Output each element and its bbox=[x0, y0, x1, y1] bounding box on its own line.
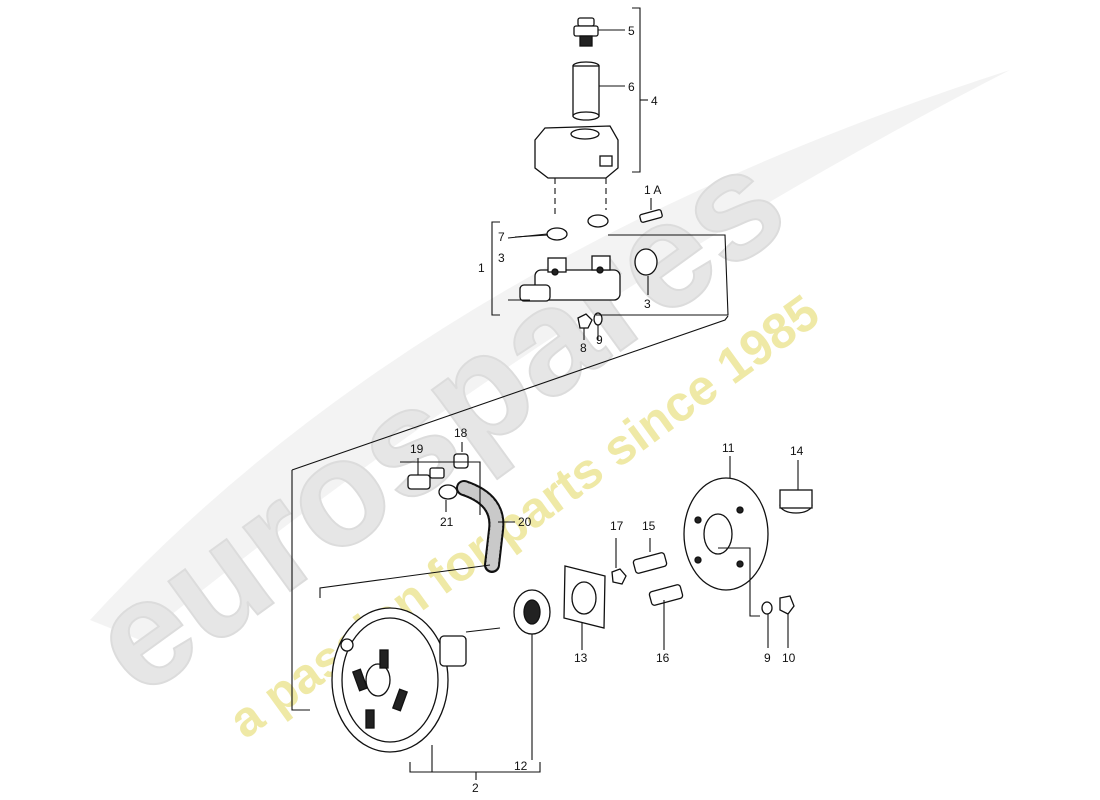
bushing-14 bbox=[779, 489, 813, 514]
master-cylinder bbox=[519, 255, 621, 302]
brake-booster bbox=[331, 607, 501, 753]
sensor-1a bbox=[639, 209, 663, 223]
brake-fluid-reservoir bbox=[534, 125, 619, 215]
callout-4: 4 bbox=[651, 94, 658, 108]
callout-20: 20 bbox=[518, 515, 532, 529]
callout-17: 17 bbox=[610, 519, 624, 533]
callout-labels: 5 6 4 1 A 7 1 3 3 8 9 18 19 21 20 17 15 … bbox=[410, 24, 804, 795]
hose-clamp-21 bbox=[438, 484, 458, 500]
callout-6: 6 bbox=[628, 80, 635, 94]
callout-7: 7 bbox=[498, 230, 505, 244]
callout-1a: 1 A bbox=[644, 183, 661, 197]
clevis-16 bbox=[648, 584, 684, 606]
callout-14: 14 bbox=[790, 444, 804, 458]
check-valve-19 bbox=[407, 467, 445, 490]
mounting-plate-11 bbox=[683, 477, 769, 591]
callout-12: 12 bbox=[514, 759, 528, 773]
callout-9-upper: 9 bbox=[596, 333, 603, 347]
reservoir-cap-5 bbox=[573, 17, 599, 47]
reservoir-filter-6 bbox=[572, 61, 600, 121]
callout-15: 15 bbox=[642, 519, 656, 533]
watermark: eurospares a passion for parts since 198… bbox=[59, 70, 1010, 749]
callout-13: 13 bbox=[574, 651, 588, 665]
callout-19: 19 bbox=[410, 442, 424, 456]
hose-bracket-inner bbox=[400, 461, 481, 515]
nut-17 bbox=[611, 568, 627, 585]
hose-bracket bbox=[291, 470, 310, 711]
grommet-18 bbox=[453, 453, 469, 469]
callout-21: 21 bbox=[440, 515, 454, 529]
callout-18: 18 bbox=[454, 426, 468, 440]
seal-grommets-7 bbox=[546, 214, 609, 241]
upper-brackets bbox=[291, 7, 729, 471]
callout-2: 2 bbox=[472, 781, 479, 795]
callout-5: 5 bbox=[628, 24, 635, 38]
watermark-swoosh bbox=[90, 70, 1010, 640]
filter-12 bbox=[513, 589, 551, 635]
callout-3-left: 3 bbox=[498, 251, 505, 265]
callout-1: 1 bbox=[478, 261, 485, 275]
callout-9-lower: 9 bbox=[764, 651, 771, 665]
gasket-13 bbox=[563, 565, 606, 629]
callout-10: 10 bbox=[782, 651, 796, 665]
clevis-15 bbox=[632, 552, 668, 574]
callout-16: 16 bbox=[656, 651, 670, 665]
oring-3 bbox=[634, 248, 658, 276]
vacuum-hose-20 bbox=[456, 480, 505, 573]
callout-3-right: 3 bbox=[644, 297, 651, 311]
leader-lines bbox=[319, 29, 799, 780]
washer-9-nut-10 bbox=[761, 595, 795, 615]
callout-11: 11 bbox=[722, 441, 735, 455]
callout-8: 8 bbox=[580, 341, 587, 355]
